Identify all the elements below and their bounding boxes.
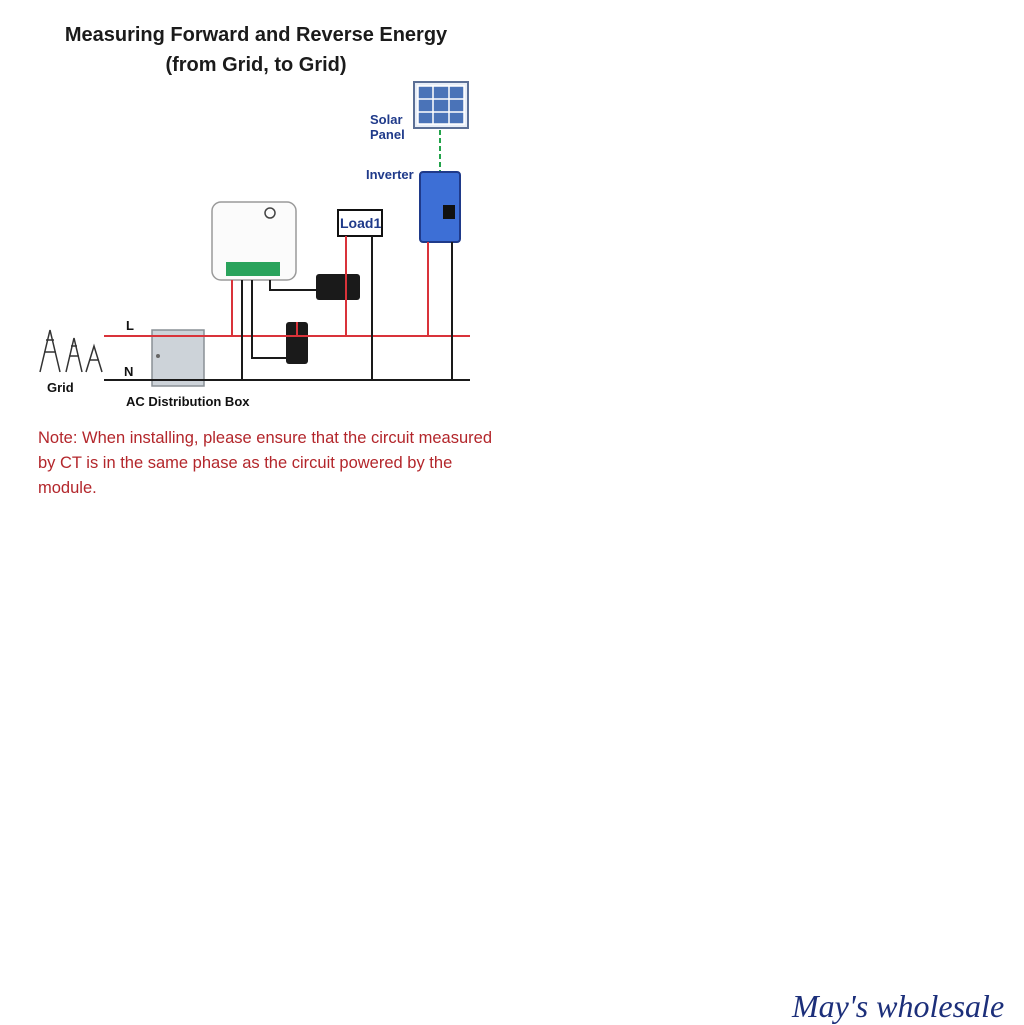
distribution-box-label: AC Distribution Box xyxy=(126,394,250,409)
load-label: Load1 xyxy=(340,215,382,231)
solar-panel-label-1: Solar xyxy=(370,112,403,127)
grid-label: Grid xyxy=(47,380,74,395)
line-l-label: L xyxy=(126,318,134,333)
grid-tower-icon xyxy=(39,329,103,373)
diagram-title-line2: (from Grid, to Grid) xyxy=(165,54,347,76)
watermark: May's wholesale xyxy=(792,988,1005,1024)
diagram-title-line1: Measuring Forward and Reverse Energy xyxy=(64,24,448,46)
line-n-label: N xyxy=(124,364,134,379)
ct-clamp-lower-icon xyxy=(286,322,308,364)
ct-clamp-upper-icon xyxy=(316,274,360,300)
load-box xyxy=(337,209,383,237)
solar-panel-label-2: Panel xyxy=(370,127,405,142)
energy-meter-module-icon xyxy=(211,201,297,281)
inverter-label: Inverter xyxy=(366,167,414,182)
distribution-box-icon xyxy=(151,329,205,387)
solar-panel-icon xyxy=(413,81,469,129)
installation-note: Note: When installing, please ensure tha… xyxy=(38,429,492,497)
inverter-icon xyxy=(419,171,461,243)
